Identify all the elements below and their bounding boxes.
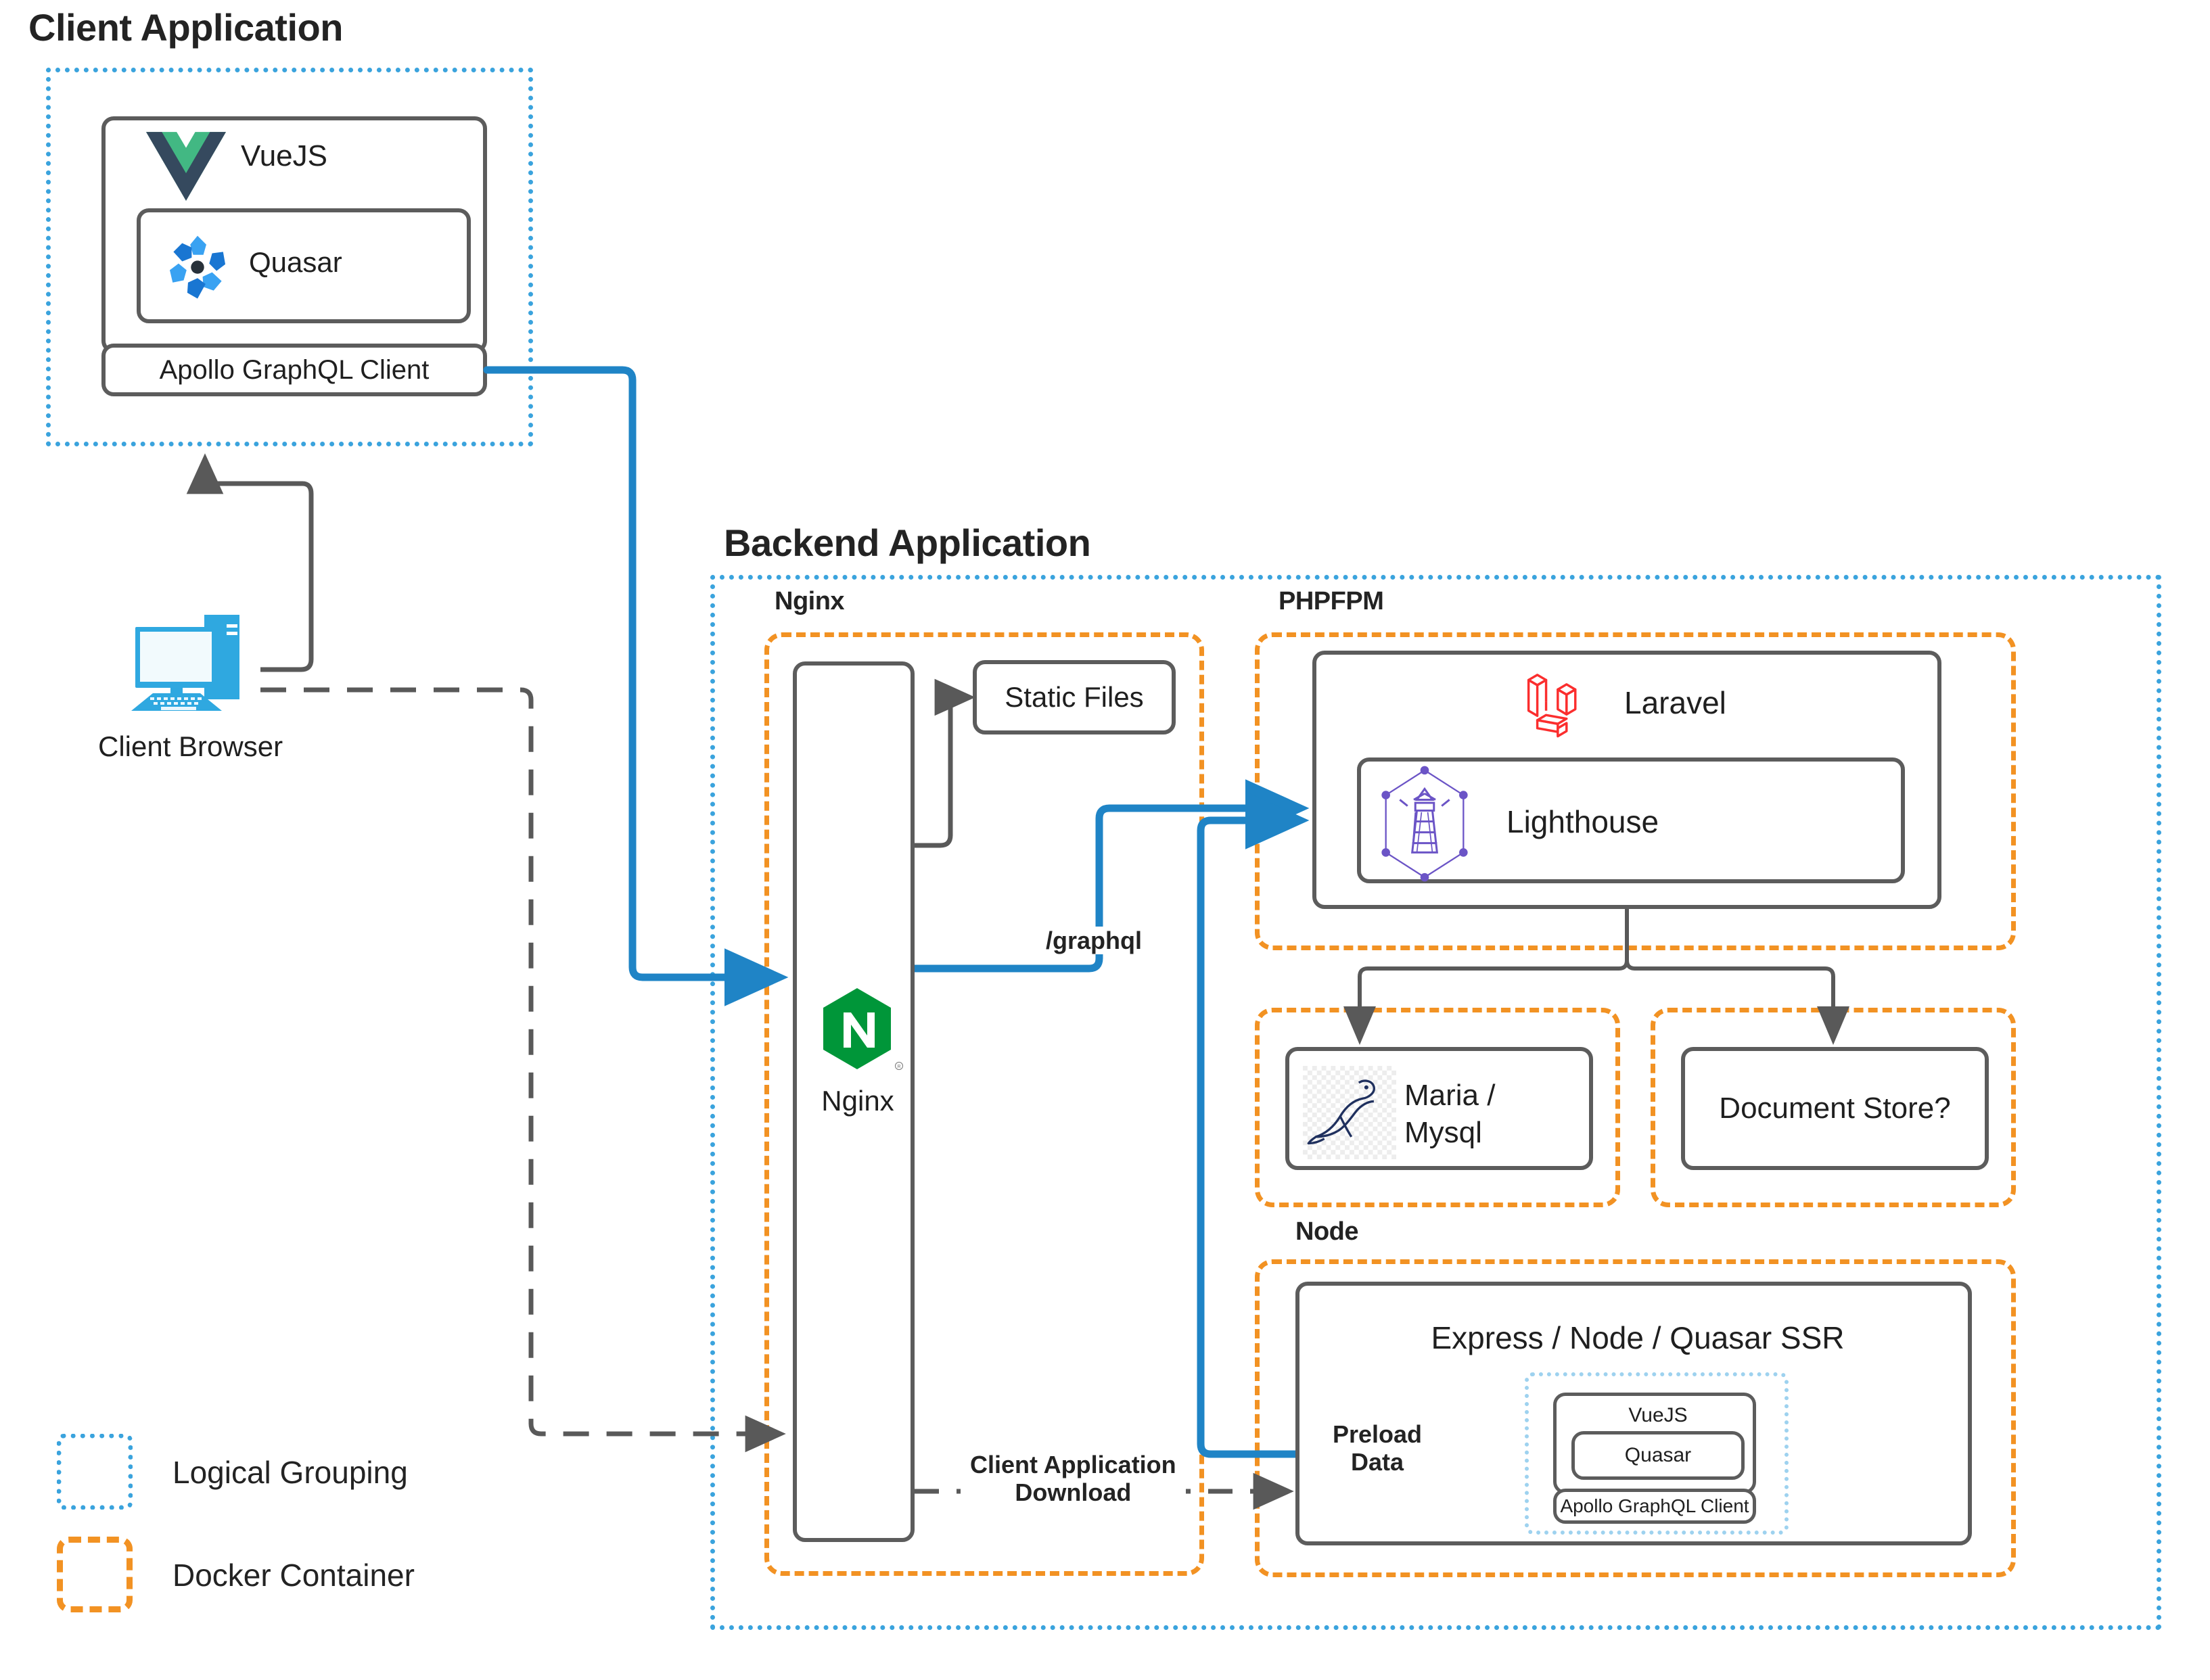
laravel-label: Laravel bbox=[1624, 685, 1726, 720]
client-quasar-box[interactable]: Quasar bbox=[137, 208, 471, 323]
svg-text:R: R bbox=[897, 1065, 900, 1069]
client-quasar-label: Quasar bbox=[249, 246, 342, 278]
desktop-computer-icon bbox=[115, 612, 260, 717]
ssr-vuejs-box[interactable]: VueJS Quasar bbox=[1553, 1393, 1756, 1494]
backend-application-title: Backend Application bbox=[724, 521, 1091, 564]
laravel-box[interactable]: Laravel bbox=[1312, 651, 1941, 909]
static-files-label: Static Files bbox=[1005, 681, 1144, 713]
graphql-edge-label: /graphql bbox=[1040, 927, 1147, 955]
legend-logical-grouping-swatch bbox=[57, 1434, 133, 1510]
client-apollo-label: Apollo GraphQL Client bbox=[159, 354, 430, 385]
nginx-container-title: Nginx bbox=[775, 587, 845, 615]
lighthouse-box[interactable]: Lighthouse bbox=[1357, 757, 1905, 883]
document-store-label: Document Store? bbox=[1719, 1092, 1951, 1125]
client-apollo-graphql-client-box[interactable]: Apollo GraphQL Client bbox=[101, 344, 487, 396]
document-store-box[interactable]: Document Store? bbox=[1681, 1047, 1989, 1170]
legend-docker-container-label: Docker Container bbox=[172, 1558, 415, 1593]
ssr-client-application-group bbox=[1525, 1372, 1789, 1535]
mariadb-seal-logo-icon bbox=[1303, 1066, 1396, 1163]
quasar-logo-icon bbox=[161, 230, 234, 306]
nginx-node-label: Nginx bbox=[821, 1085, 894, 1117]
nginx-logo-icon: R bbox=[819, 985, 903, 1075]
ssr-apollo-label: Apollo GraphQL Client bbox=[1560, 1495, 1749, 1516]
ssr-box[interactable]: Express / Node / Quasar SSR VueJS Quasar… bbox=[1295, 1282, 1972, 1545]
preload-data-edge-label: Preload Data bbox=[1326, 1420, 1429, 1476]
legend-docker-container-swatch bbox=[57, 1537, 133, 1612]
phpfpm-container-title: PHPFPM bbox=[1279, 587, 1384, 615]
ssr-vuejs-label: VueJS bbox=[1628, 1404, 1688, 1426]
static-files-box[interactable]: Static Files bbox=[973, 660, 1176, 734]
edge-browser-to-nginx-dashed bbox=[260, 687, 786, 1453]
ssr-quasar-box[interactable]: Quasar bbox=[1571, 1431, 1745, 1480]
node-container-title: Node bbox=[1295, 1217, 1359, 1246]
laravel-logo-icon bbox=[1523, 667, 1596, 743]
lighthouse-label: Lighthouse bbox=[1506, 804, 1659, 839]
ssr-quasar-label: Quasar bbox=[1624, 1444, 1692, 1466]
client-application-download-edge-label: Client Application Download bbox=[961, 1451, 1186, 1507]
maria-mysql-label: Maria / Mysql bbox=[1404, 1079, 1496, 1149]
client-application-title: Client Application bbox=[28, 6, 343, 49]
client-browser-label: Client Browser bbox=[98, 730, 283, 762]
vuejs-logo-icon bbox=[146, 131, 226, 205]
lighthouse-logo-icon bbox=[1377, 766, 1472, 885]
legend-logical-grouping-label: Logical Grouping bbox=[172, 1455, 408, 1490]
client-vuejs-box[interactable]: VueJS Quasar bbox=[101, 116, 487, 353]
ssr-apollo-box[interactable]: Apollo GraphQL Client bbox=[1553, 1489, 1756, 1524]
maria-mysql-box[interactable]: Maria / Mysql bbox=[1285, 1047, 1593, 1170]
ssr-title: Express / Node / Quasar SSR bbox=[1431, 1320, 1845, 1355]
nginx-node-box[interactable]: R Nginx bbox=[793, 661, 915, 1542]
client-application-group bbox=[46, 68, 533, 446]
client-vuejs-label: VueJS bbox=[241, 139, 328, 172]
